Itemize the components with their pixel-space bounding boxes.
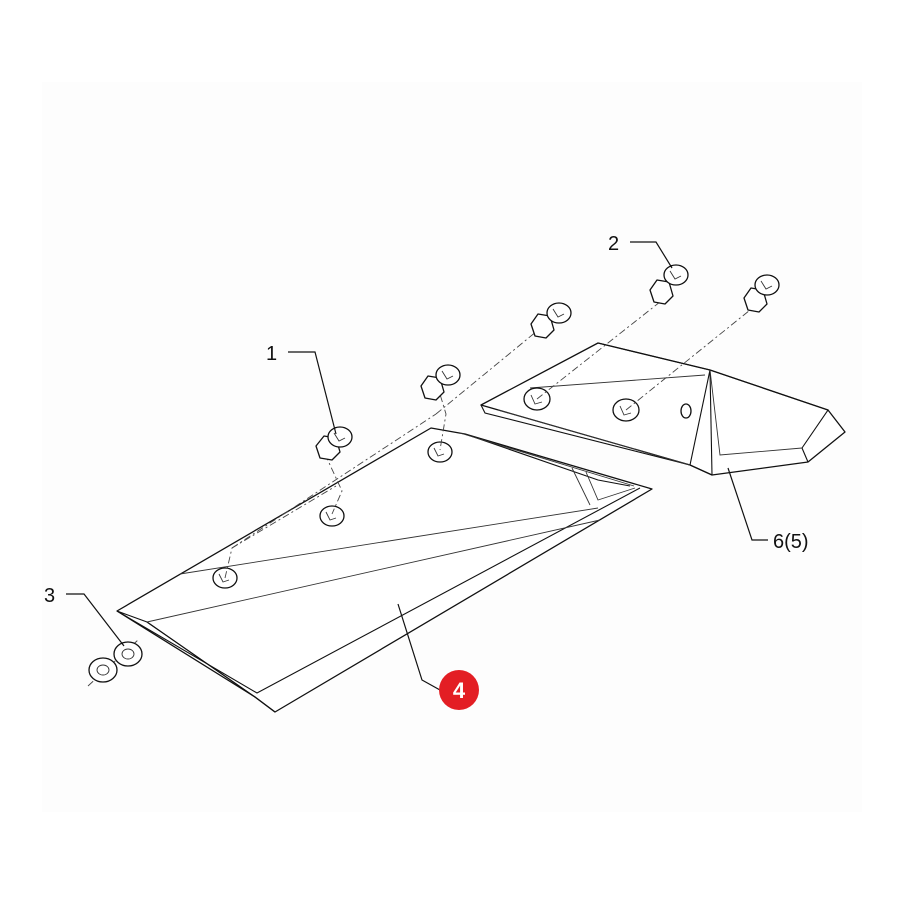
blade-plate-hole-1 (427, 441, 453, 463)
callout-4[interactable]: 4 (453, 678, 466, 703)
leader-line-3 (66, 593, 125, 647)
bolt-part-2-a[interactable] (649, 264, 689, 305)
pointed-knife-part-6[interactable] (480, 342, 846, 476)
blade-plate-hole-2 (319, 505, 345, 527)
leader-line-4 (397, 603, 441, 691)
knife-small-hole (680, 403, 692, 419)
leader-line-2 (630, 241, 673, 269)
bolt-part-2-b[interactable] (743, 274, 780, 313)
bolt-part-1-c[interactable] (530, 302, 572, 339)
washer-part-3-b[interactable] (88, 657, 118, 683)
callout-3[interactable]: 3 (44, 585, 55, 607)
bolt-part-1-a[interactable] (315, 426, 353, 461)
bolt-part-1-b[interactable] (420, 364, 461, 401)
washer-part-3-a[interactable] (113, 641, 143, 667)
callout-1[interactable]: 1 (266, 343, 277, 365)
leader-line-1 (288, 351, 337, 435)
blade-plate-part-4[interactable] (116, 427, 653, 713)
callout-6[interactable]: 6(5) (773, 531, 809, 553)
leader-line-6 (727, 467, 768, 541)
assembly-axes (87, 297, 761, 687)
callout-4-badge[interactable]: 4 (439, 670, 479, 710)
callout-2[interactable]: 2 (608, 233, 619, 255)
